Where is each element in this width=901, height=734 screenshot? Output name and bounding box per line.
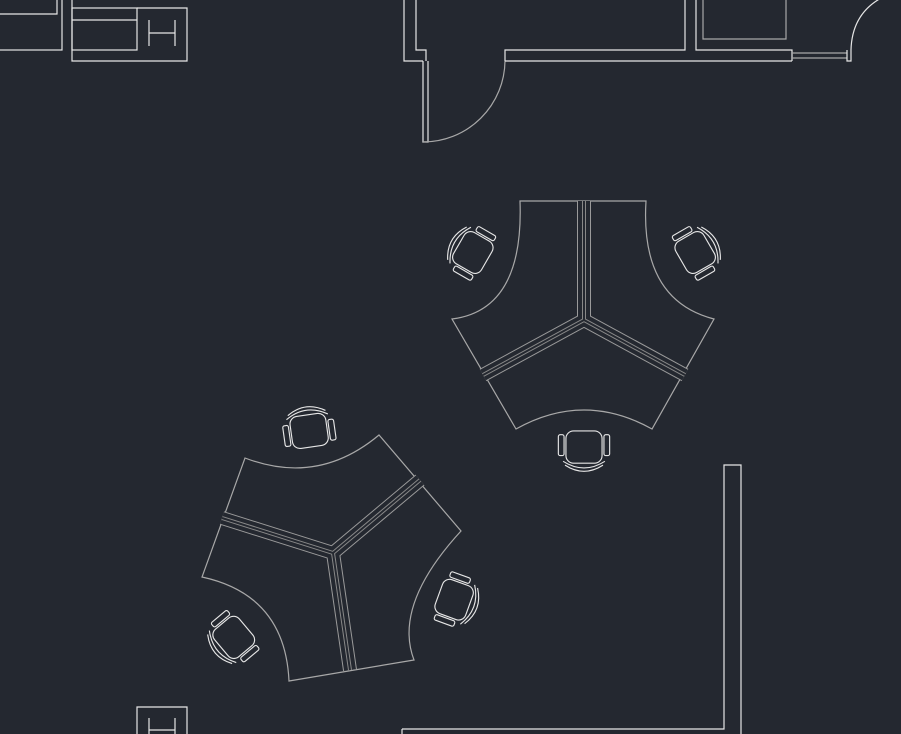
h-symbol-icon — [148, 718, 176, 734]
door-swing — [422, 60, 506, 143]
workstation-cluster-1 — [438, 200, 730, 472]
bottom-right-wall — [401, 464, 742, 734]
top-left-cabinet — [0, 0, 188, 62]
chair-icon — [667, 217, 730, 284]
workstation-cluster-2 — [198, 402, 487, 682]
chair-icon — [557, 430, 611, 472]
bottom-left-cabinet — [136, 706, 188, 734]
top-wall — [403, 0, 879, 143]
h-symbol-icon — [148, 20, 176, 46]
chair-icon — [438, 217, 501, 284]
chair-icon — [279, 402, 338, 452]
window — [792, 52, 847, 59]
chair-icon — [198, 606, 264, 674]
chair-icon — [429, 569, 487, 633]
